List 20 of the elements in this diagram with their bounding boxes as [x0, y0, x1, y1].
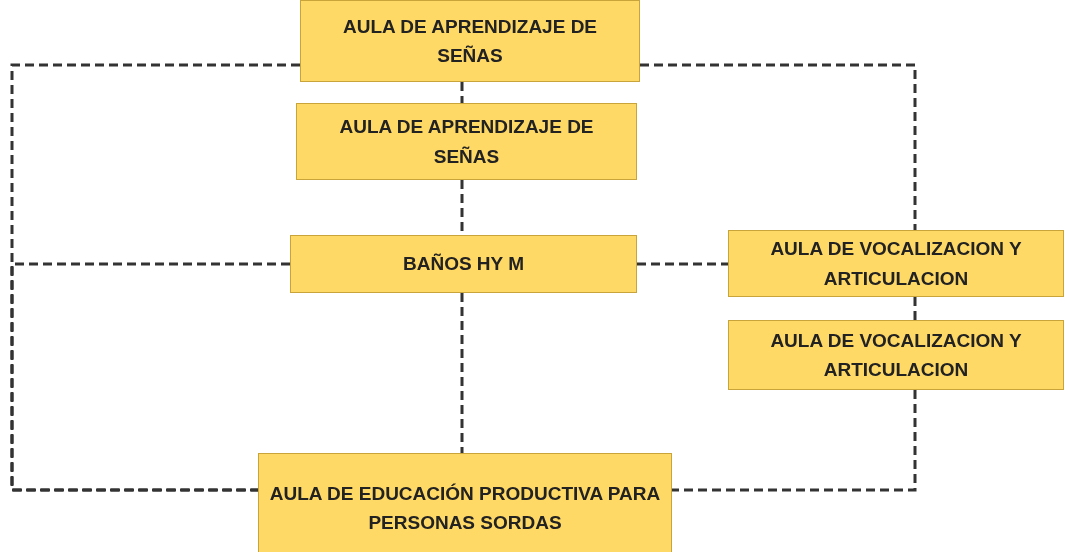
room-label: AULA DE VOCALIZACION Y ARTICULACION: [769, 237, 1023, 291]
dashed-connector: [460, 293, 464, 453]
room-box: [728, 320, 1064, 390]
room-box: [258, 453, 672, 552]
room-label: AULA DE VOCALIZACION Y ARTICULACION: [769, 328, 1023, 382]
room-label: AULA DE APRENDIZAJE DE SEÑAS: [338, 115, 595, 169]
room-box: [728, 230, 1064, 297]
dashed-connector: [10, 262, 290, 492]
room-box: [296, 103, 637, 180]
dashed-connector: [637, 262, 728, 266]
dashed-connector: [640, 63, 917, 230]
room-label: AULA DE EDUCACIÓN PRODUCTIVA PARA PERSONAS SORDAS: [268, 481, 662, 535]
room-box: [300, 0, 640, 82]
dashed-connector: [672, 390, 917, 492]
room-label: AULA DE APRENDIZAJE DE SEÑAS: [341, 14, 599, 68]
dashed-connector: [10, 63, 300, 492]
room-label: BAÑOS HY M: [402, 252, 525, 277]
dashed-connector: [460, 82, 464, 103]
room-box: [290, 235, 637, 293]
dashed-connector: [913, 297, 917, 320]
